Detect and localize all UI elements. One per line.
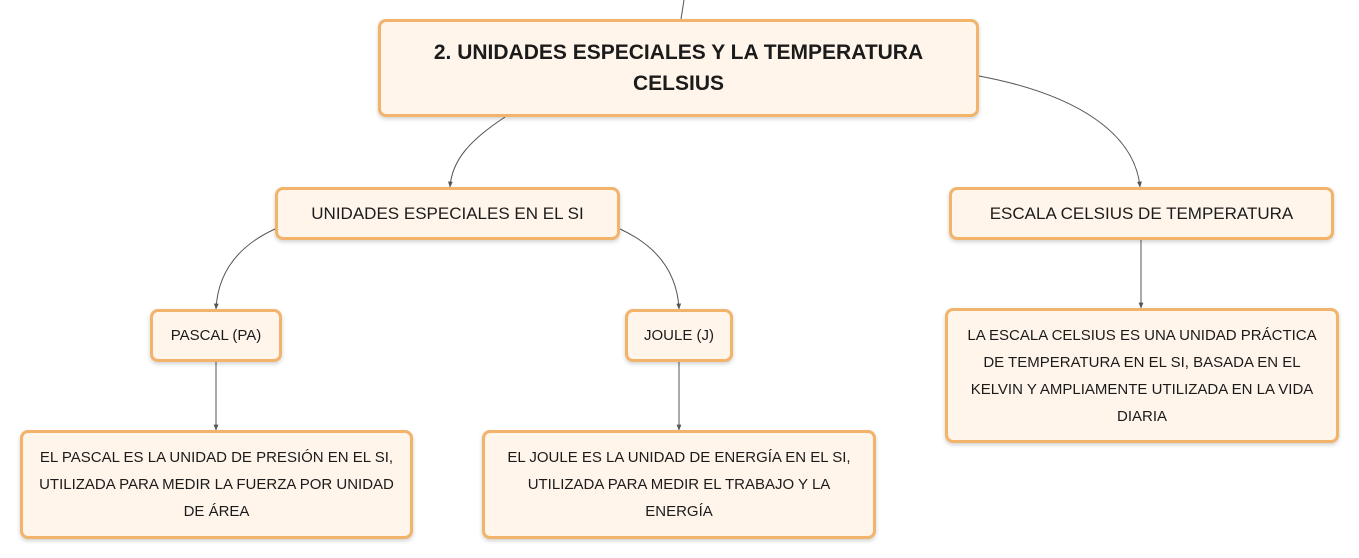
root-topic-label: 2. UNIDADES ESPECIALES Y LA TEMPERATURA … — [433, 41, 924, 95]
escala-celsius-description-text: LA ESCALA CELSIUS ES UNA UNIDAD PRÁCTICA… — [967, 326, 1317, 425]
escala-celsius-node[interactable]: ESCALA CELSIUS DE TEMPERATURA — [949, 187, 1334, 240]
pascal-description-text: EL PASCAL ES LA UNIDAD DE PRESIÓN EN EL … — [39, 449, 394, 520]
connector-unidades-pascal — [213, 228, 276, 310]
escala-celsius-description-node[interactable]: LA ESCALA CELSIUS ES UNA UNIDAD PRÁCTICA… — [945, 308, 1339, 443]
root-topic-node[interactable]: 2. UNIDADES ESPECIALES Y LA TEMPERATURA … — [378, 19, 979, 117]
joule-node[interactable]: JOULE (J) — [625, 309, 733, 362]
escala-celsius-label: ESCALA CELSIUS DE TEMPERATURA — [989, 203, 1294, 223]
pascal-label: PASCAL (PA) — [170, 326, 262, 344]
joule-description-text: EL JOULE ES LA UNIDAD DE ENERGÍA EN EL S… — [507, 449, 851, 520]
pascal-description-node[interactable]: EL PASCAL ES LA UNIDAD DE PRESIÓN EN EL … — [20, 430, 413, 539]
connector-incoming-root — [680, 0, 685, 20]
unidades-especiales-node[interactable]: UNIDADES ESPECIALES EN EL SI — [275, 187, 620, 240]
joule-label: JOULE (J) — [643, 326, 714, 344]
pascal-node[interactable]: PASCAL (PA) — [150, 309, 282, 362]
connector-root-escala — [978, 75, 1142, 188]
unidades-especiales-label: UNIDADES ESPECIALES EN EL SI — [311, 203, 584, 223]
connector-unidades-joule — [619, 228, 682, 310]
connector-root-unidades — [448, 116, 506, 188]
joule-description-node[interactable]: EL JOULE ES LA UNIDAD DE ENERGÍA EN EL S… — [482, 430, 876, 539]
